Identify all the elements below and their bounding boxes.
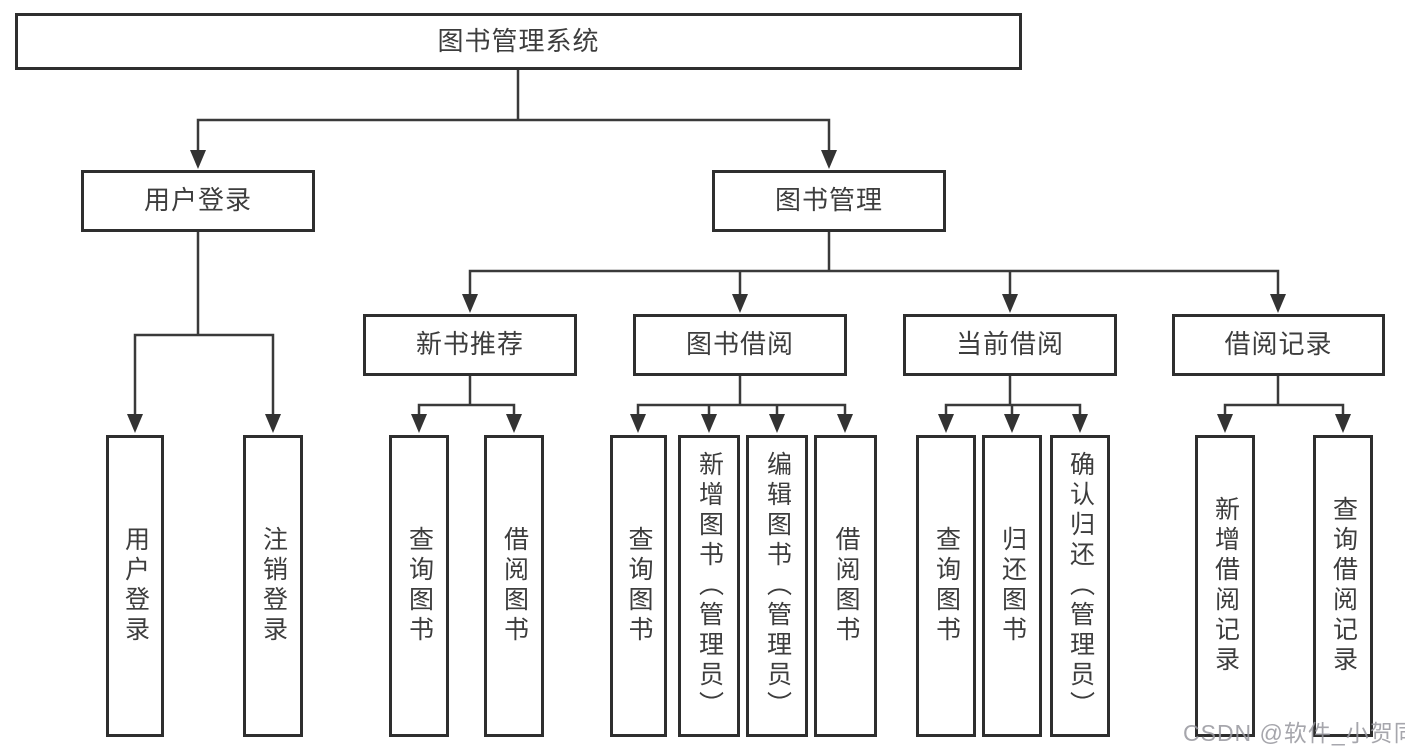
- node-user-login: 用户登录: [81, 170, 315, 232]
- leaf-edit-books-admin: 编辑图书（管理员）: [746, 435, 808, 737]
- node-new-book-recommendation: 新书推荐: [363, 314, 577, 376]
- node-library-management-system: 图书管理系统: [15, 13, 1022, 70]
- leaf-add-borrow-record: 新增借阅记录: [1195, 435, 1255, 737]
- leaf-logout: 注销登录: [243, 435, 303, 737]
- arrowheads: [127, 150, 1351, 433]
- leaf-confirm-return-admin: 确认归还（管理员）: [1050, 435, 1110, 737]
- leaf-return-books: 归还图书: [982, 435, 1042, 737]
- csdn-watermark: CSDN @软件_小贺同学: [1183, 720, 1405, 746]
- leaf-user-login: 用户登录: [106, 435, 164, 737]
- leaf-add-books-admin: 新增图书（管理员）: [678, 435, 740, 737]
- leaf-query-books-recommendation: 查询图书: [389, 435, 449, 737]
- leaf-query-borrow-record: 查询借阅记录: [1313, 435, 1373, 737]
- node-book-management: 图书管理: [712, 170, 946, 232]
- leaf-borrow-books-recommendation: 借阅图书: [484, 435, 544, 737]
- leaf-query-books-current: 查询图书: [916, 435, 976, 737]
- node-borrowing-records: 借阅记录: [1172, 314, 1385, 376]
- node-current-borrowing: 当前借阅: [903, 314, 1117, 376]
- leaf-query-books-borrowing: 查询图书: [610, 435, 667, 737]
- leaf-borrow-books-borrowing: 借阅图书: [814, 435, 877, 737]
- node-book-borrowing: 图书借阅: [633, 314, 847, 376]
